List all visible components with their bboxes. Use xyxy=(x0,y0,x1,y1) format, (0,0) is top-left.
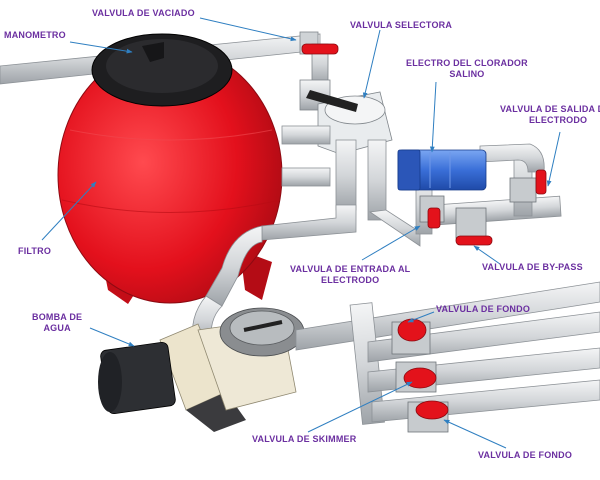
label-entrada-line1: VALVULA DE ENTRADA AL xyxy=(290,264,411,274)
pointer-arrow-icon xyxy=(69,41,133,54)
label-bomba-line2: AGUA xyxy=(43,323,71,333)
selector-valve xyxy=(299,79,393,155)
pointer-arrow-icon xyxy=(407,311,435,323)
pointer-arrow-icon xyxy=(41,17,561,449)
label-valvula-fondo-1: VALVULA DE FONDO xyxy=(436,304,531,314)
pointer-arrow-icon xyxy=(307,381,413,433)
electrode-outlet-valve xyxy=(509,169,547,203)
water-pump xyxy=(98,307,305,432)
drain-valve-handle xyxy=(301,43,339,55)
pointer-arrow-icon xyxy=(362,29,381,99)
label-filtro: FILTRO xyxy=(18,246,52,256)
label-entrada-line2: ELECTRODO xyxy=(321,275,380,285)
label-valvula-selectora: VALVULA SELECTORA xyxy=(350,20,453,30)
pointer-arrow-icon xyxy=(89,327,135,347)
bypass-valve xyxy=(455,207,493,246)
label-electro-line2: SALINO xyxy=(449,69,485,79)
label-valvula-salida: VALVULA DE SALIDA DEL ELECTRODO xyxy=(500,104,600,126)
pointer-arrow-icon xyxy=(361,225,421,261)
pointer-arrow-icon xyxy=(473,245,501,265)
label-salida-line1: VALVULA DE SALIDA DEL xyxy=(500,104,600,114)
label-by-pass: VALVULA DE BY-PASS xyxy=(482,262,583,272)
electrode-inlet-valve xyxy=(419,195,445,229)
skimmer-valve xyxy=(395,361,437,393)
label-electro-clorador: ELECTRO DEL CLORADOR SALINO xyxy=(406,58,528,80)
label-manometro: MANOMETRO xyxy=(4,30,66,40)
label-salida-line2: ELECTRODO xyxy=(528,115,588,125)
label-valvula-entrada: VALVULA DE ENTRADA AL ELECTRODO xyxy=(290,264,410,286)
pointer-arrow-icon xyxy=(443,419,507,449)
label-valvula-fondo-2: VALVULA DE FONDO xyxy=(478,450,573,460)
tank-connection-pipes xyxy=(281,125,331,187)
pointer-arrow-icon xyxy=(41,181,97,241)
filter-tank xyxy=(57,33,283,304)
label-electro-line1: ELECTRO DEL CLORADOR xyxy=(406,58,528,68)
bottom-valve-1 xyxy=(391,318,431,355)
label-bomba-line1: BOMBA DE xyxy=(32,312,83,322)
chlorinator-electrode xyxy=(397,149,487,191)
pointer-arrow-icon xyxy=(199,17,297,42)
pointer-arrow-icon xyxy=(546,131,561,187)
label-valvula-vaciado: VALVULA DE VACIADO xyxy=(92,8,195,18)
label-valvula-skimmer: VALVULA DE SKIMMER xyxy=(252,434,357,444)
pointer-arrow-icon xyxy=(429,81,437,153)
bottom-valve-2 xyxy=(407,400,449,433)
label-bomba: BOMBA DE AGUA xyxy=(32,312,82,334)
